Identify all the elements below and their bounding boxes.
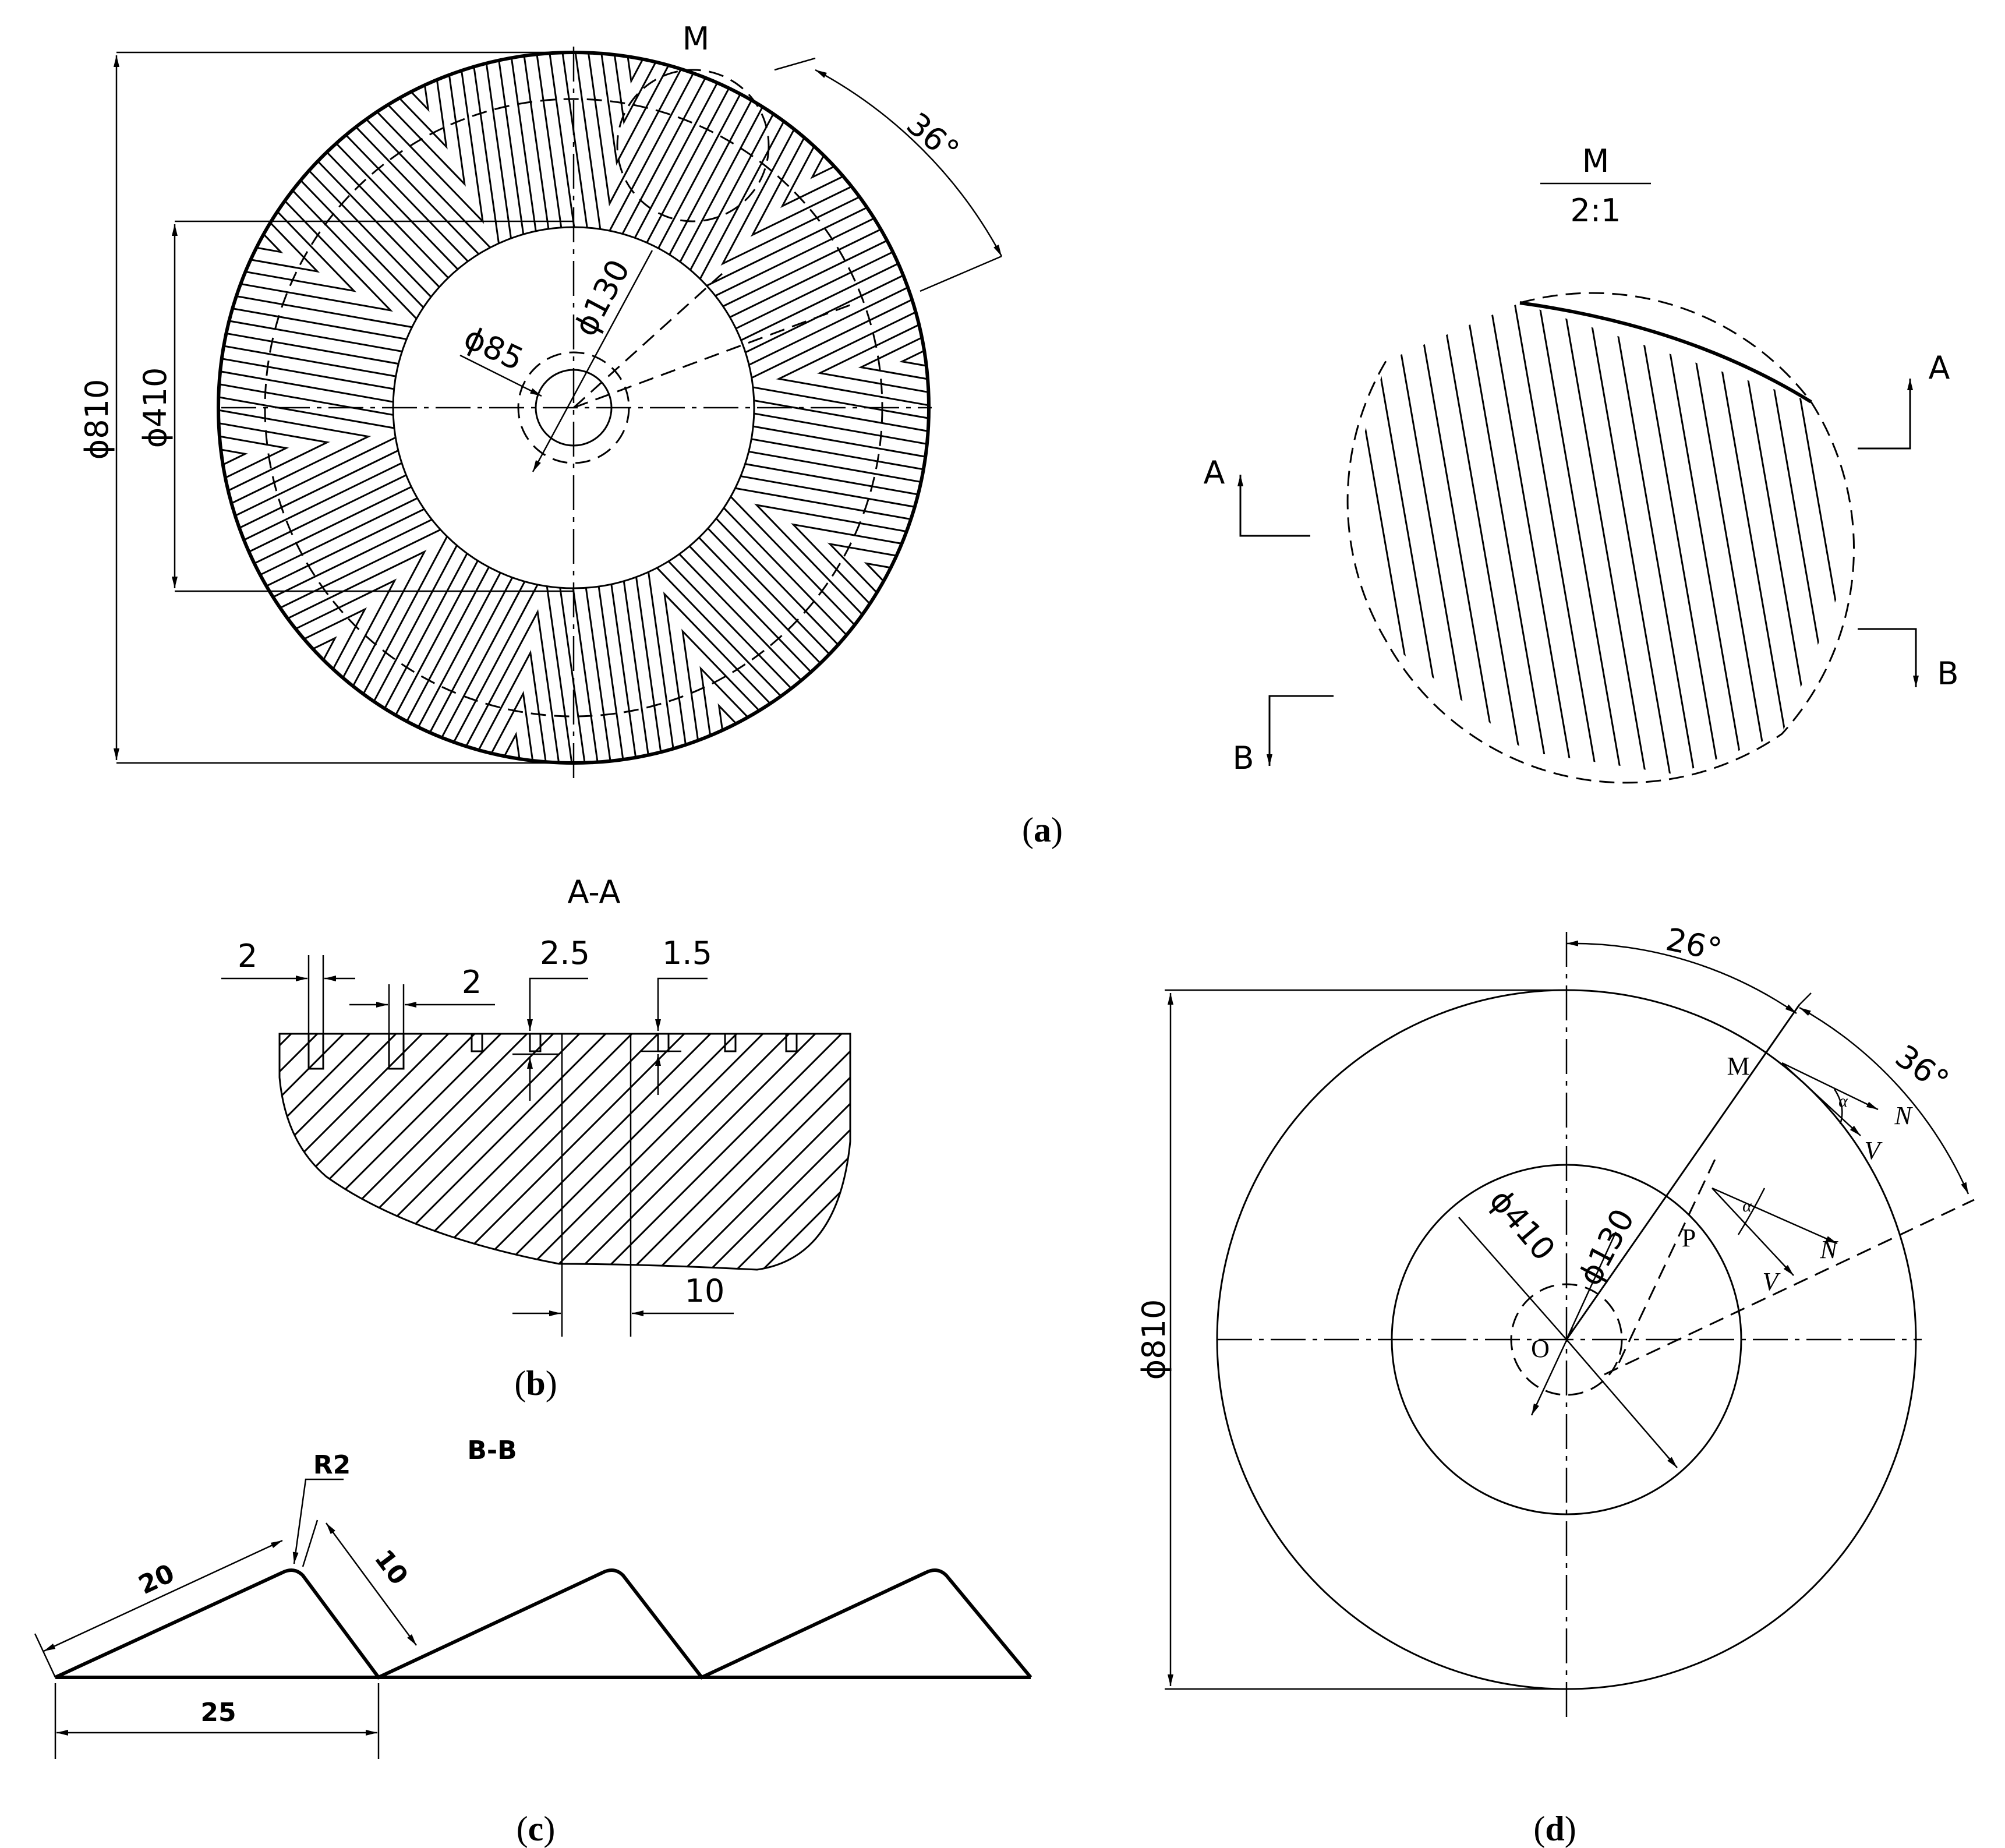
d-d130-arrow: [1530, 1327, 1573, 1416]
label-n-at-m: N: [1894, 1101, 1913, 1130]
section-outline: [278, 1033, 851, 1271]
d-dim-angle36: 36°: [1889, 1038, 1956, 1100]
vector-v-at-p: [1712, 1188, 1794, 1276]
tooth-profile: [54, 1568, 1032, 1680]
caption-b: (b): [514, 1364, 557, 1402]
section-a-a-title: A-A: [568, 874, 621, 910]
detail-m-view: M 2:1 A A B B: [1204, 143, 1959, 784]
d-d130-line: [1565, 1231, 1617, 1340]
angle36-arc: [815, 69, 1003, 257]
depth25-leader: [527, 977, 588, 1031]
caption-d: (d): [1533, 1810, 1576, 1848]
d-angle36-arc: [1799, 1006, 1969, 1195]
d-dim-d810: ϕ810: [1136, 1299, 1172, 1380]
detail-m-scale: 2:1: [1571, 192, 1621, 229]
detail-outline-top: [1519, 292, 1812, 402]
section-marker-a: A A: [1204, 349, 1950, 537]
panel-d: ϕ810 26° 36° ϕ410 ϕ130 N V α N V α M P O…: [1136, 921, 1975, 1848]
len10-ext: [302, 1520, 319, 1567]
d85-dim-line: [459, 354, 542, 397]
dim-d410-label: ϕ410: [137, 368, 174, 448]
sector-boundary-2: [573, 302, 857, 409]
vector-n-at-m: [1781, 1062, 1879, 1111]
len10-dim-line: [325, 1522, 418, 1646]
vector-v-at-m: [1781, 1062, 1861, 1136]
section-marker-b: B B: [1232, 628, 1959, 776]
panel-b: A-A 2 2 2.5 1.5 10 (b): [221, 874, 851, 1402]
sector-boundary-1: [572, 273, 723, 409]
d-sector-boundary: [1604, 1199, 1975, 1376]
label-v-at-p: V: [1763, 1267, 1781, 1296]
angle-alpha-arc-m: [1833, 1089, 1843, 1125]
dim-angle36-label: 36°: [900, 105, 966, 169]
dim-pitch10: 10: [685, 1273, 725, 1309]
d-d410-line-b: [1566, 1339, 1678, 1468]
dim-len20: 20: [134, 1559, 179, 1600]
point-p-label: P: [1682, 1224, 1696, 1252]
detail-outline: [1346, 361, 1855, 784]
caption-a: (a): [1022, 811, 1063, 849]
dim-radius: R2: [313, 1450, 351, 1480]
angle-ext-line-2: [774, 57, 816, 71]
dim-depth15: 1.5: [662, 935, 712, 971]
svg-text:B: B: [1232, 740, 1254, 776]
dim-depth25: 2.5: [540, 935, 590, 971]
label-alpha-p: α: [1742, 1196, 1752, 1215]
detail-m-title: M: [1582, 143, 1610, 179]
svg-text:A: A: [1929, 349, 1950, 386]
angle-alpha-arc-p: [1737, 1188, 1766, 1235]
dim-w2-left: 2: [238, 938, 257, 974]
svg-text:B: B: [1937, 655, 1958, 692]
panel-a: ϕ810 ϕ410 ϕ130 ϕ85 36° M (a): [79, 20, 1063, 849]
point-m-label: M: [1727, 1052, 1749, 1080]
dim-d810-label: ϕ810: [79, 379, 115, 460]
d-radial-line-om: [1565, 1004, 1801, 1340]
d-d410-line-a: [1458, 1217, 1567, 1340]
svg-text:A: A: [1204, 454, 1225, 491]
d130-dim-line: [532, 250, 653, 472]
radius-leader: [292, 1478, 344, 1564]
caption-c: (c): [517, 1810, 556, 1848]
section-b-b-title: B-B: [467, 1436, 517, 1465]
section-grooves: [307, 1034, 798, 1070]
d-dim-angle26: 26°: [1663, 921, 1725, 969]
len20-ext: [34, 1633, 56, 1678]
dim-w2-right: 2: [462, 964, 482, 1001]
label-n-at-p: N: [1819, 1235, 1838, 1264]
dim-d85-label: ϕ85: [458, 319, 529, 378]
section-hatching: [280, 1034, 850, 1270]
detail-cut-edge: [1519, 301, 1812, 404]
d-dashed-op: [1618, 1153, 1719, 1363]
angle-ext-line: [920, 255, 1002, 292]
dim-len10: 10: [369, 1544, 414, 1591]
point-o-label: O: [1531, 1334, 1550, 1363]
panel-c: B-B 20 10 R2 25 (c): [34, 1436, 1032, 1848]
dim-pitch25: 25: [200, 1698, 236, 1727]
label-v-at-m: V: [1865, 1136, 1883, 1165]
label-alpha-m: α: [1838, 1091, 1848, 1111]
detail-tooth-lines: [1351, 303, 1843, 775]
len20-dim-line: [43, 1539, 283, 1652]
d-angle-ext-1: [1799, 992, 1812, 1005]
depth15-leader: [655, 977, 708, 1031]
d-angle26-arc: [1566, 940, 1797, 1015]
d-dim-d410: ϕ410: [1482, 1182, 1562, 1268]
vector-n-at-p: [1712, 1187, 1838, 1245]
detail-m-marker: M: [683, 20, 710, 57]
detail-m-circle: [616, 69, 770, 222]
